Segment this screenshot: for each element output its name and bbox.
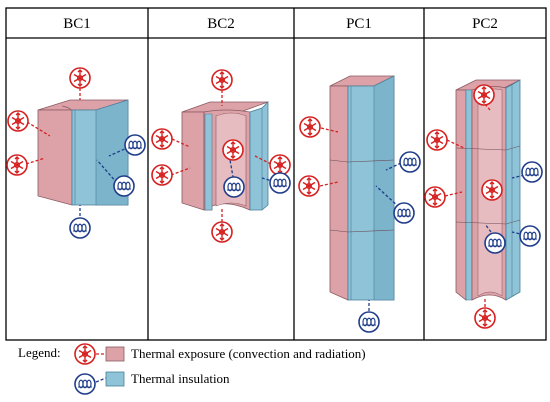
insulation-coil-icon <box>393 202 415 224</box>
heat-flame-icon <box>474 307 496 329</box>
heat-flame-icon <box>426 129 448 151</box>
exposure-swatch <box>105 346 125 362</box>
heat-flame-icon <box>222 139 244 161</box>
heat-flame-icon <box>299 116 321 138</box>
panel-title-bc2: BC2 <box>207 16 235 32</box>
heat-flame-icon <box>211 69 233 91</box>
heat-flame-icon <box>211 221 233 243</box>
heat-flame-icon <box>298 175 320 197</box>
panel-grid <box>5 7 547 341</box>
legend-insulation-entry: Thermal insulation <box>74 371 230 395</box>
heat-flame-icon <box>69 67 91 89</box>
heat-flame-icon <box>473 84 495 106</box>
heat-flame-icon <box>151 128 173 150</box>
pc1-column <box>329 75 395 301</box>
heat-flame-icon <box>481 179 503 201</box>
insulation-coil-icon <box>223 176 245 198</box>
heat-flame-icon <box>7 110 29 132</box>
legend-exposure-label: Thermal exposure (convection and radiati… <box>131 346 366 361</box>
heat-flame-icon <box>6 154 28 176</box>
insulation-coil-icon <box>358 311 380 333</box>
panel-title-bc1: BC1 <box>63 16 91 32</box>
legend-title: Legend: <box>18 345 61 360</box>
heat-flame-icon <box>74 343 96 365</box>
legend-insulation-label: Thermal insulation <box>131 371 230 386</box>
insulation-coil-icon <box>113 175 135 197</box>
insulation-swatch <box>105 371 125 387</box>
panel-title-pc1: PC1 <box>346 16 372 32</box>
insulation-coil-icon <box>269 172 291 194</box>
heat-flame-icon <box>424 186 446 208</box>
insulation-coil-icon <box>399 151 421 173</box>
insulation-coil-icon <box>521 161 543 183</box>
insulation-coil-icon <box>69 217 91 239</box>
legend-exposure-entry: Thermal exposure (convection and radiati… <box>74 343 366 365</box>
insulation-coil-icon <box>124 134 146 156</box>
insulation-coil-icon <box>74 373 96 395</box>
insulation-coil-icon <box>519 225 541 247</box>
pc1-leaders <box>319 127 402 311</box>
heat-flame-icon <box>151 164 173 186</box>
heat-flame-icon <box>269 154 291 176</box>
panel-title-pc2: PC2 <box>472 16 498 32</box>
bc1-leaders <box>25 88 130 216</box>
insulation-coil-icon <box>484 232 506 254</box>
